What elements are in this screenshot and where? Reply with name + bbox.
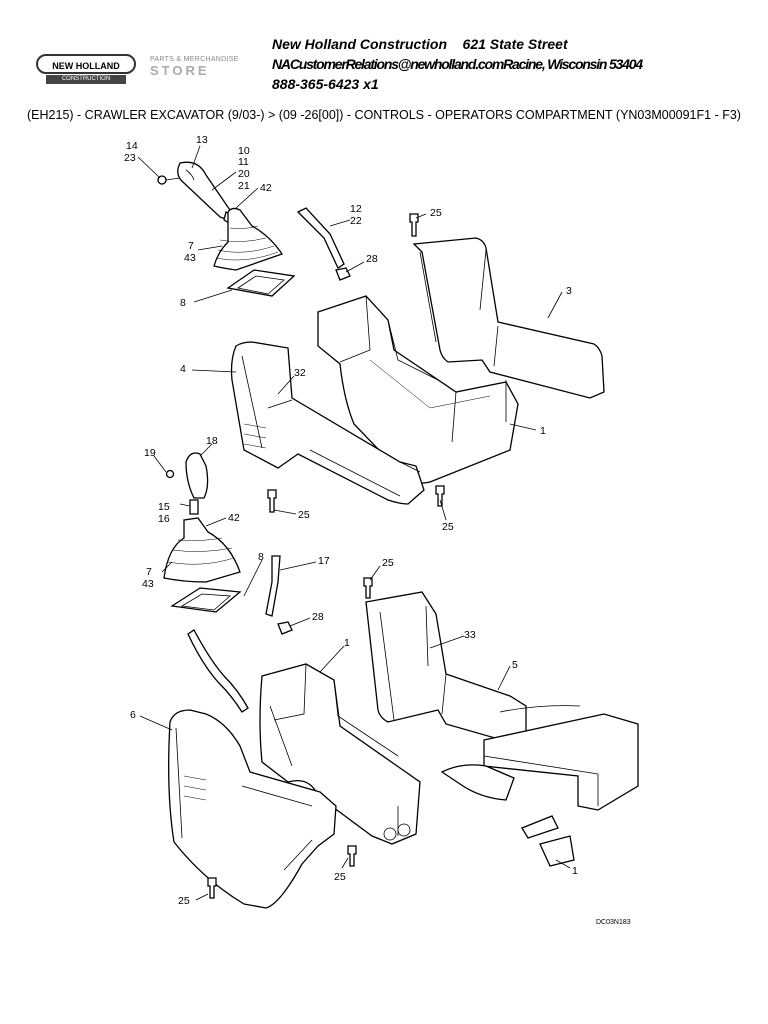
contact-phone: 888-365-6423 x1 [272, 76, 379, 92]
callout-42: 42 [228, 512, 240, 524]
parts-diagram: 14 23 13 10 11 20 21 42 7 43 8 12 22 28 … [124, 134, 639, 926]
new-holland-logo: NEW HOLLAND CONSTRUCTION [36, 54, 136, 86]
lever-plate-lower [170, 587, 242, 613]
callout-12: 12 [350, 203, 362, 215]
callout-4: 4 [180, 363, 186, 375]
callout-21: 21 [238, 180, 250, 192]
long-lever [187, 629, 249, 713]
callout-25: 25 [334, 871, 346, 883]
side-cover-right [412, 237, 605, 399]
side-cover-6 [168, 709, 337, 909]
callout-11: 11 [238, 156, 249, 168]
callout-1: 1 [572, 865, 578, 877]
callout-6: 6 [130, 709, 136, 721]
callout-25: 25 [382, 557, 394, 569]
callout-20: 20 [238, 168, 250, 180]
callout-7: 7 [188, 240, 194, 252]
callout-43: 43 [142, 578, 154, 590]
rod-upper [296, 207, 351, 281]
bolt-25f [207, 877, 217, 899]
callout-8: 8 [180, 297, 186, 309]
rod-lower [265, 555, 293, 635]
callout-7: 7 [146, 566, 152, 578]
callout-25: 25 [442, 521, 454, 533]
logo-brand: NEW HOLLAND [36, 54, 136, 74]
callout-8: 8 [258, 551, 264, 563]
contact-email: NACustomerRelations@newholland.comRacine… [272, 56, 643, 72]
bolt-25d [363, 577, 373, 599]
callout-labels: 14 23 13 10 11 20 21 42 7 43 8 12 22 28 … [124, 134, 631, 926]
callout-18: 18 [206, 435, 218, 447]
rubber-boot-lower [163, 517, 241, 583]
lever-plate-upper [226, 269, 296, 297]
callout-28: 28 [366, 253, 378, 265]
callout-42: 42 [260, 182, 272, 194]
callout-10: 10 [238, 145, 250, 157]
breadcrumb: (EH215) - CRAWLER EXCAVATOR (9/03-) > (0… [27, 108, 741, 122]
callout-32: 32 [294, 367, 306, 379]
callout-23: 23 [124, 152, 136, 164]
control-lever-mid [165, 452, 209, 515]
callout-25: 25 [430, 207, 442, 219]
side-cover-left [230, 341, 425, 505]
callout-14: 14 [126, 140, 138, 152]
side-cover-5 [365, 591, 527, 745]
bolt-upper [409, 213, 419, 237]
callout-25: 25 [298, 509, 310, 521]
company-address: New Holland Construction 621 State Stree… [272, 36, 568, 52]
store-tag: PARTS & MERCHANDISE [150, 56, 239, 63]
callout-25: 25 [178, 895, 190, 907]
callout-15: 15 [158, 501, 170, 513]
drawing-code: DC03N183 [596, 919, 631, 926]
contact-block: New Holland Construction 621 State Stree… [272, 34, 643, 94]
callout-33: 33 [464, 629, 476, 641]
rubber-boot-upper [213, 207, 284, 271]
control-console-lower [259, 663, 421, 845]
bolt-25b [267, 489, 277, 513]
bolt-25c [435, 485, 445, 507]
callout-1: 1 [540, 425, 546, 437]
callout-17: 17 [318, 555, 330, 567]
callout-16: 16 [158, 513, 170, 525]
callout-22: 22 [350, 215, 362, 227]
callout-43: 43 [184, 252, 196, 264]
frame-and-valve [440, 705, 639, 867]
bolt-25e [347, 845, 357, 867]
logo-sub: CONSTRUCTION [46, 75, 126, 84]
callout-13: 13 [196, 134, 208, 146]
callout-5: 5 [512, 659, 518, 671]
callout-28: 28 [312, 611, 324, 623]
store-logo: PARTS & MERCHANDISE STORE [150, 56, 260, 78]
store-word: STORE [150, 63, 210, 78]
control-lever-upper [157, 161, 237, 228]
callout-1: 1 [344, 637, 350, 649]
callout-3: 3 [566, 285, 572, 297]
callout-19: 19 [144, 447, 156, 459]
leader-lines [137, 145, 571, 901]
